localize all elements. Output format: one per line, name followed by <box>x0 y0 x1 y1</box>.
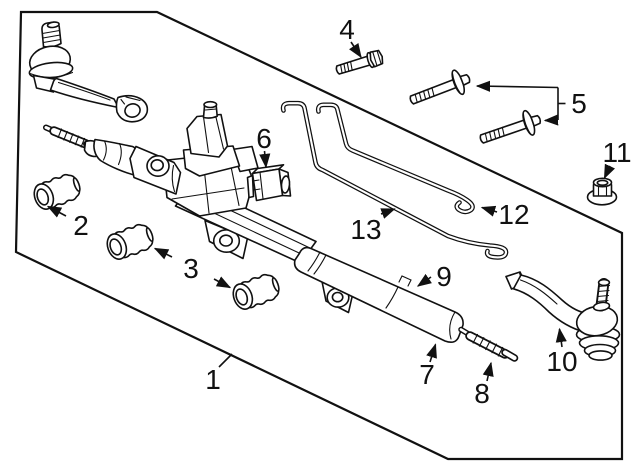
callout-5-label: 5 <box>571 88 587 119</box>
callout-13: 13 <box>350 208 396 245</box>
pinion-tower <box>186 100 229 158</box>
gear-assembly-boundary <box>14 10 624 461</box>
callout-9-label: 9 <box>436 261 452 292</box>
callout-4: 4 <box>339 14 362 59</box>
callout-9: 9 <box>416 261 452 292</box>
callout-4-label: 4 <box>339 14 355 45</box>
callout-10: 10 <box>546 327 578 377</box>
ball-stud <box>597 278 611 287</box>
callout-11: 11 <box>602 137 632 180</box>
callout-3-label: 3 <box>183 253 199 284</box>
callout-1: 1 <box>205 353 233 395</box>
callout-8-label: 8 <box>474 378 490 409</box>
callout-8: 8 <box>474 361 494 409</box>
hex-bolt <box>335 49 384 75</box>
return-tube <box>280 100 509 260</box>
callout-7: 7 <box>419 343 437 390</box>
inner-tie-rod-threads-right <box>458 326 519 362</box>
callout-12-label: 12 <box>498 199 529 230</box>
left-outer-tie-rod-end <box>28 21 149 123</box>
washer-bolt <box>405 65 475 114</box>
pressure-tube <box>315 102 475 215</box>
callout-11-label: 11 <box>602 137 631 168</box>
flange-nut <box>586 177 618 206</box>
callout-3: 3 <box>153 247 232 289</box>
callout-6-label: 6 <box>256 123 272 154</box>
valve-housing <box>129 145 182 195</box>
insulator-block <box>246 164 292 202</box>
callout-12: 12 <box>480 199 530 230</box>
callout-1-label: 1 <box>205 364 221 395</box>
mount-ear <box>204 219 249 260</box>
rack-and-pinion-assembly <box>43 100 519 362</box>
callout-6: 6 <box>256 123 272 169</box>
washer-bolt <box>475 106 545 153</box>
callout-2: 2 <box>46 205 89 241</box>
callout-10-label: 10 <box>546 346 577 377</box>
right-bellows-boot <box>293 246 464 343</box>
callout-13-label: 13 <box>350 214 381 245</box>
callout-7-label: 7 <box>419 359 435 390</box>
callout-2-label: 2 <box>73 210 89 241</box>
right-outer-tie-rod-end <box>505 271 621 361</box>
callout-5: 5 <box>475 80 587 126</box>
